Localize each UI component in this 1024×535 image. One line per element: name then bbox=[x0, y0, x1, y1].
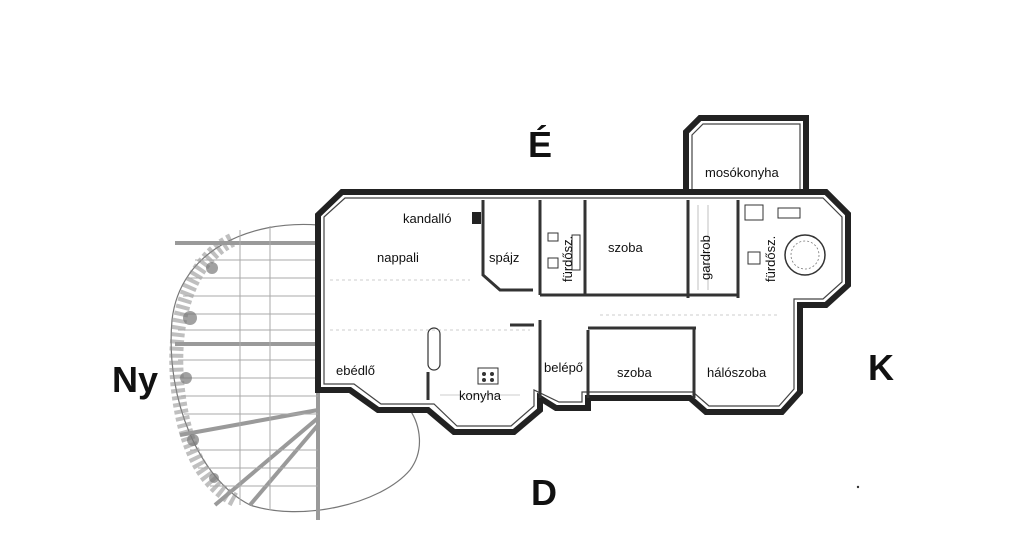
label-szoba-2: szoba bbox=[617, 365, 652, 380]
compass-west: Ny bbox=[112, 359, 158, 400]
fixtures bbox=[330, 204, 826, 396]
stray-dot bbox=[856, 485, 860, 489]
interior-walls bbox=[426, 200, 740, 400]
terrace-planter bbox=[169, 233, 239, 507]
round-tub bbox=[784, 234, 826, 276]
label-konyha: konyha bbox=[459, 388, 502, 403]
dining-table bbox=[427, 327, 441, 371]
label-nappali: nappali bbox=[377, 250, 419, 265]
terrace-plants bbox=[180, 262, 219, 483]
kitchen-stove bbox=[477, 367, 499, 385]
terrace bbox=[169, 223, 421, 520]
exterior-wall bbox=[315, 189, 851, 435]
fireplace-symbol bbox=[472, 212, 481, 224]
compass-north: É bbox=[528, 124, 552, 165]
compass-south: D bbox=[531, 472, 557, 513]
compass-east: K bbox=[868, 347, 894, 388]
room-labels: kandalló nappali spájz fürdősz. szoba ga… bbox=[336, 165, 779, 403]
label-belepo: belépő bbox=[544, 360, 583, 375]
house-walls bbox=[315, 189, 851, 435]
label-furdo-1: fürdősz. bbox=[560, 236, 575, 282]
label-gardrob: gardrob bbox=[698, 235, 713, 280]
label-spajz: spájz bbox=[489, 250, 519, 265]
label-ebedlo: ebédlő bbox=[336, 363, 375, 378]
terrace-slats bbox=[178, 226, 318, 510]
compass-labels: É D Ny K bbox=[112, 124, 894, 513]
label-haloszoba: hálószoba bbox=[707, 365, 767, 380]
wall-spajz bbox=[481, 200, 533, 292]
label-mosokonyha: mosókonyha bbox=[705, 165, 779, 180]
label-furdo-2: fürdősz. bbox=[763, 236, 778, 282]
label-kandallo: kandalló bbox=[403, 211, 451, 226]
label-szoba-1: szoba bbox=[608, 240, 643, 255]
terrace-beam-diag-2 bbox=[213, 416, 320, 507]
terrace-beam-diag-3 bbox=[248, 423, 320, 507]
laundry-annex bbox=[683, 115, 809, 192]
laundry-walls bbox=[683, 115, 809, 192]
